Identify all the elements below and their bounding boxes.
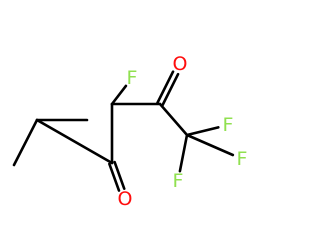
single-bond-line <box>185 133 235 157</box>
bond-c4-o1 <box>108 160 126 192</box>
double-bond-line <box>161 72 180 107</box>
atom-label-f1: F <box>127 67 138 89</box>
atom-label-o1: O <box>118 188 133 210</box>
single-bond-line <box>178 133 189 173</box>
bond-c6-c7 <box>158 102 189 137</box>
double-bond-line <box>113 160 126 190</box>
bond-c7-f3 <box>178 133 189 173</box>
double-bond-line <box>108 162 121 192</box>
atom-label-f2: F <box>223 114 234 136</box>
bond-layer <box>12 70 235 192</box>
bond-c7-f2 <box>185 126 220 137</box>
bond-c6-o2 <box>156 70 180 107</box>
bond-c1-c2 <box>12 118 39 167</box>
double-bond-line <box>156 70 175 105</box>
single-bond-line <box>35 118 114 165</box>
bond-c5-f1 <box>110 84 128 106</box>
atom-label-f4: F <box>237 148 248 170</box>
single-bond-line <box>185 126 220 137</box>
bond-c2-c4 <box>35 118 114 165</box>
bond-c7-f4 <box>185 133 235 157</box>
single-bond-line <box>12 118 39 167</box>
single-bond-line <box>110 84 128 106</box>
single-bond-line <box>158 102 189 137</box>
atom-label-o2: O <box>173 53 188 75</box>
atom-label-f3: F <box>173 170 184 192</box>
